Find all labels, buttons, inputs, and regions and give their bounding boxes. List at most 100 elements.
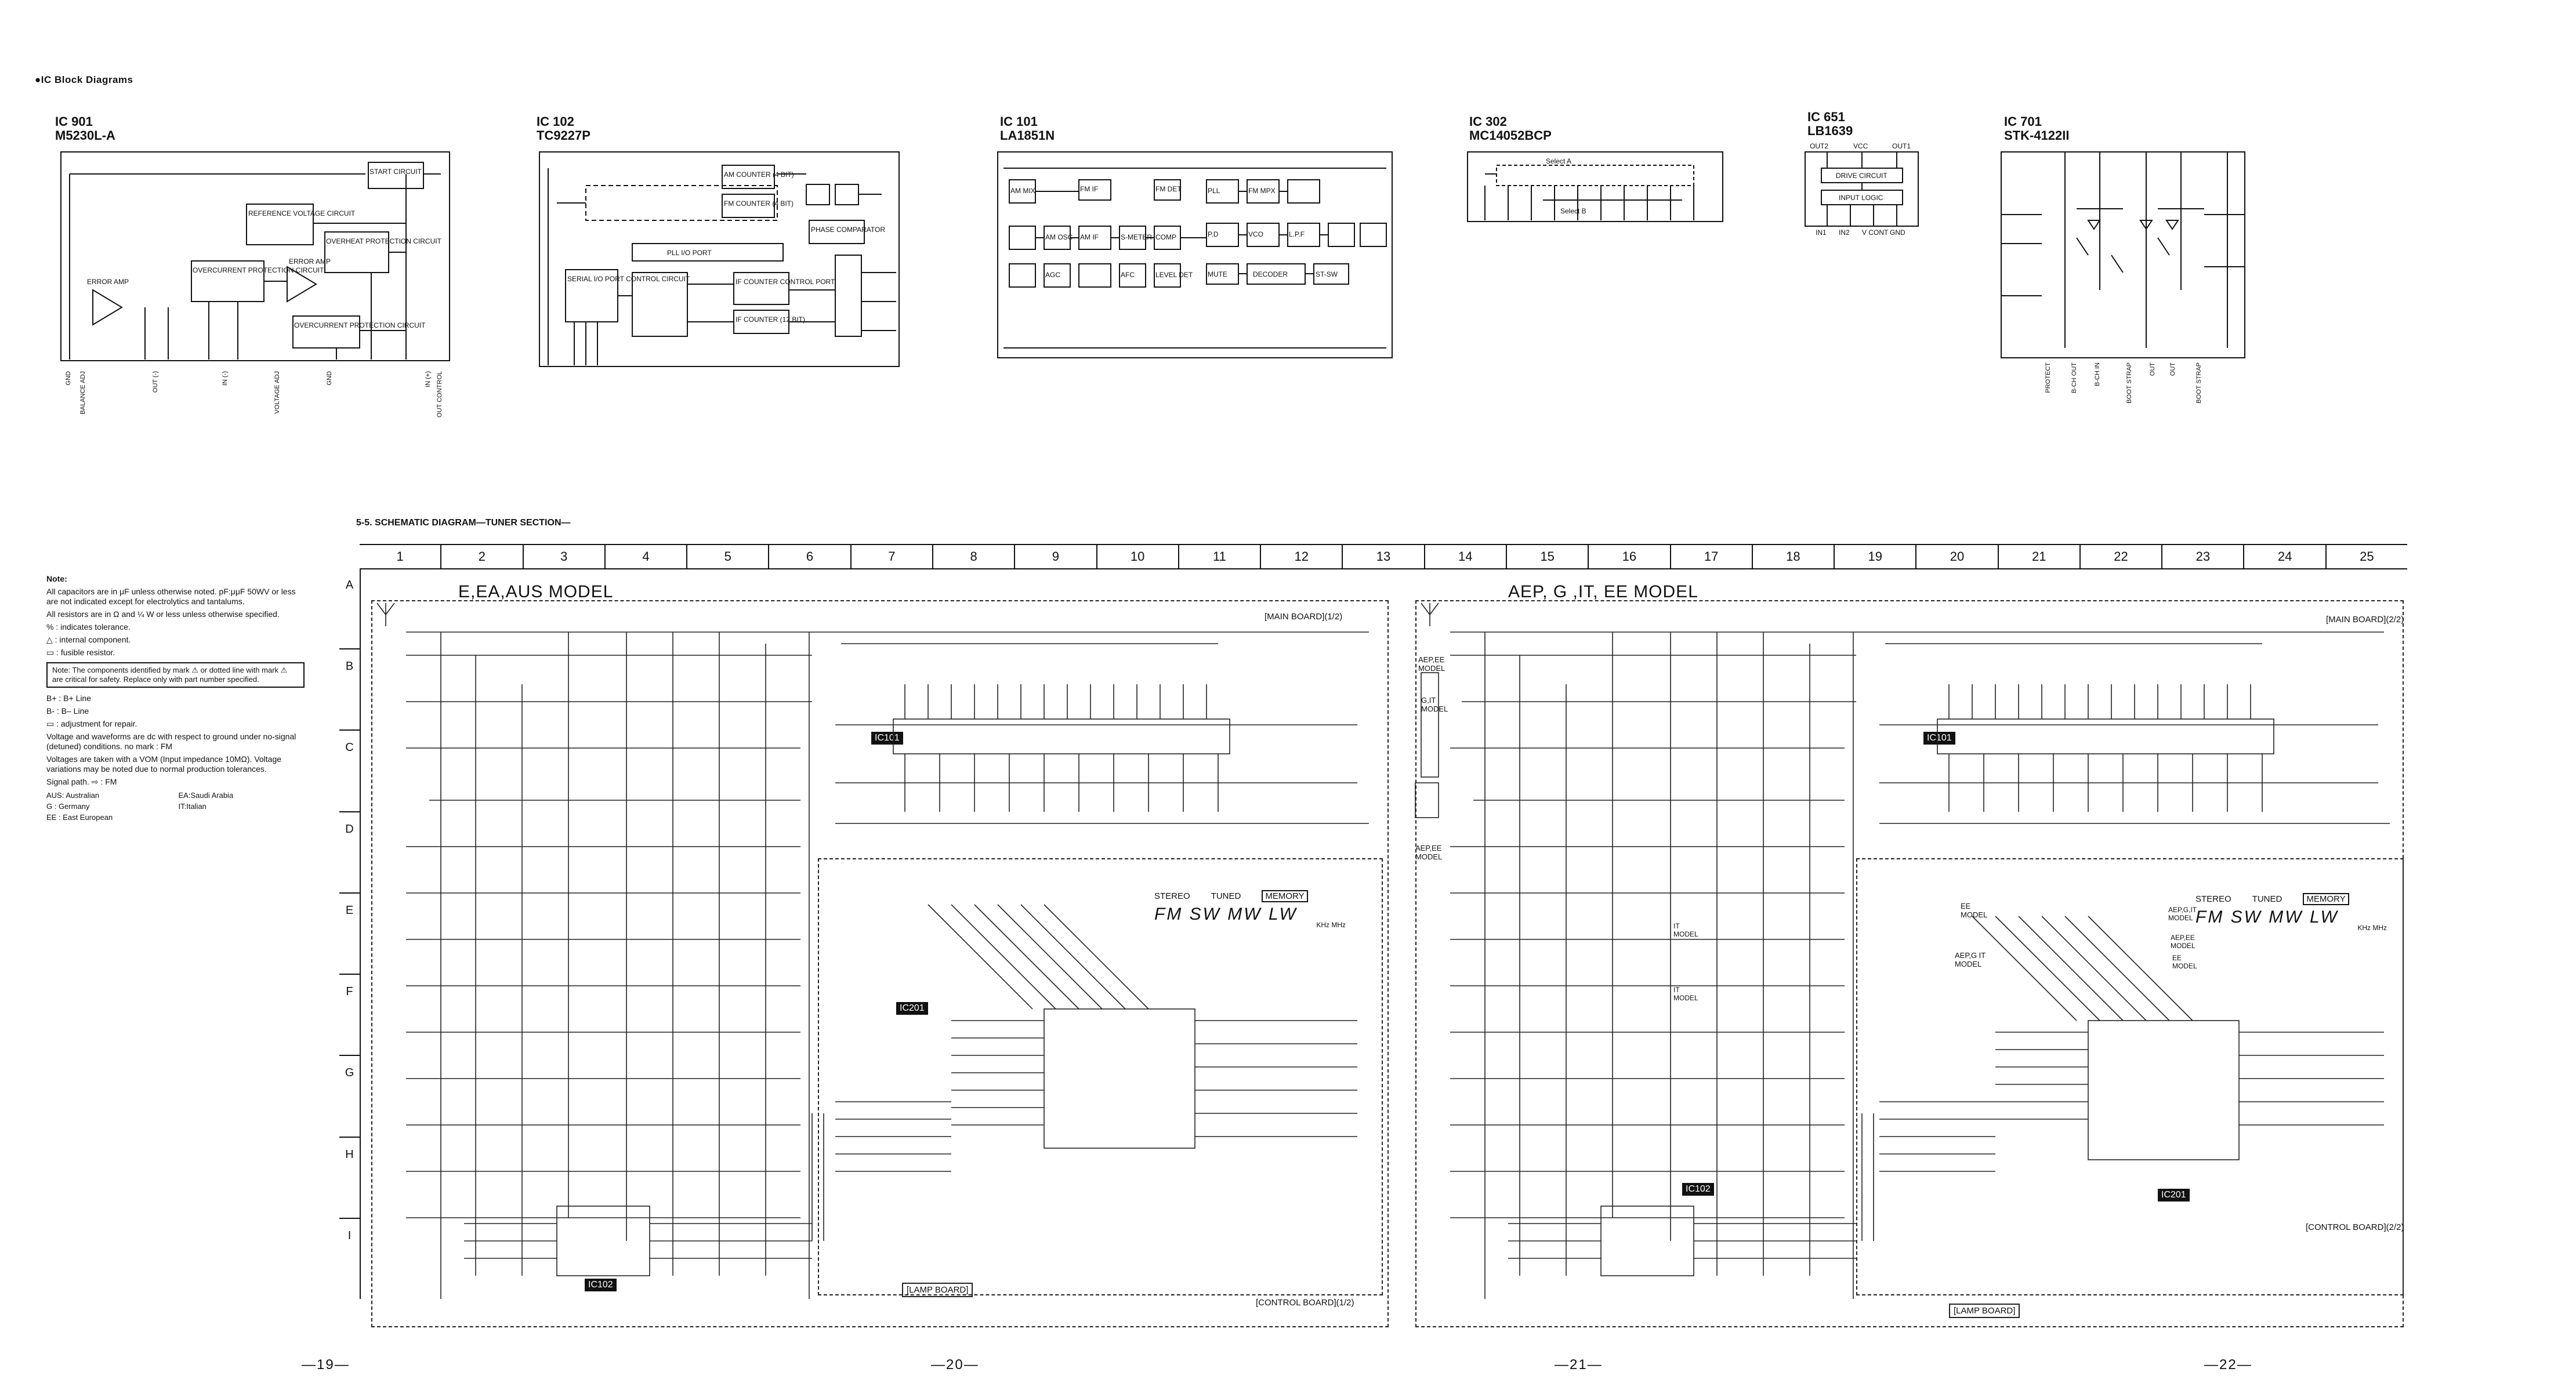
svg-text:DECODER: DECODER (1253, 270, 1288, 278)
svg-text:S-METER: S-METER (1121, 233, 1152, 241)
page-number-19: —19— (302, 1357, 350, 1373)
column-label: 8 (932, 545, 1014, 568)
column-label: 21 (1997, 545, 2079, 568)
ic901-ref-voltage-block (246, 204, 314, 245)
ic901-start-block (368, 162, 424, 189)
page-number-22: —22— (2204, 1357, 2252, 1373)
row-label: D (339, 811, 360, 892)
right-model-callout-9: IT MODEL (1673, 922, 1698, 938)
left-fl-display: STEREO TUNED MEMORY FM SW MW LW KHz MHz (1154, 890, 1346, 929)
right-lamp-board-label: [LAMP BOARD] (1949, 1304, 2020, 1318)
region-legend: AUS: Australian EA:Saudi Arabia G : Germ… (46, 791, 234, 822)
ic102-outline (539, 151, 900, 367)
svg-text:LEVEL DET: LEVEL DET (1155, 271, 1193, 279)
safety-note-box: Note: The components identified by mark … (46, 662, 305, 688)
svg-text:DRIVE CIRCUIT: DRIVE CIRCUIT (1836, 172, 1887, 180)
row-label: H (339, 1136, 360, 1218)
right-model-label: AEP, G ,IT, EE MODEL (1508, 582, 1698, 601)
column-label: 10 (1096, 545, 1178, 568)
left-lamp-board-label: [LAMP BOARD] (902, 1283, 973, 1297)
column-label: 7 (850, 545, 932, 568)
ic102-fm-counter (722, 194, 775, 218)
notes-panel: Note: All capacitors are in μF unless ot… (46, 574, 305, 822)
column-label: 5 (686, 545, 768, 568)
page-number-20: —20— (931, 1357, 979, 1373)
svg-text:PHASE COMPARATOR: PHASE COMPARATOR (811, 226, 885, 234)
svg-text:P.D: P.D (1208, 230, 1219, 238)
svg-text:FM DET: FM DET (1155, 185, 1182, 193)
ic701-outline (2001, 151, 2245, 358)
svg-text:FM MPX: FM MPX (1248, 187, 1276, 195)
svg-text:PLL: PLL (1208, 187, 1220, 195)
right-ic201-label: IC201 (2158, 1189, 2190, 1201)
ic102-if-counter-port (733, 272, 789, 305)
column-label: 20 (1915, 545, 1997, 568)
ic901-error-amp2 (287, 266, 317, 303)
svg-text:IN2: IN2 (1839, 228, 1850, 237)
column-label: 17 (1669, 545, 1752, 568)
svg-text:ERROR AMP: ERROR AMP (289, 257, 331, 266)
ic102-am-counter (722, 165, 775, 189)
row-label: A (345, 579, 354, 591)
svg-text:COMP: COMP (1155, 233, 1176, 241)
svg-text:IF COUNTER (12 BIT): IF COUNTER (12 BIT) (736, 315, 805, 324)
left-ic201-label: IC201 (896, 1002, 928, 1015)
svg-text:IN1: IN1 (1816, 228, 1827, 237)
svg-text:MUTE: MUTE (1208, 270, 1227, 278)
svg-text:REFERENCE VOLTAGE CIRCUIT: REFERENCE VOLTAGE CIRCUIT (248, 209, 356, 217)
right-ic102-label: IC102 (1682, 1183, 1714, 1196)
column-label: 19 (1834, 545, 1915, 568)
right-ic101-label: IC101 (1923, 732, 1955, 745)
svg-text:START CIRCUIT: START CIRCUIT (369, 168, 422, 176)
page-title: ●IC Block Diagrams (35, 74, 133, 85)
svg-text:OVERCURRENT PROTECTION CIRCUIT: OVERCURRENT PROTECTION CIRCUIT (294, 321, 426, 329)
column-label: 23 (2161, 545, 2243, 568)
ic102-pll-port (632, 243, 784, 262)
svg-text:GND: GND (1890, 228, 1905, 237)
column-label: 13 (1342, 545, 1423, 568)
left-ic102-label: IC102 (585, 1279, 617, 1291)
svg-text:OUT1: OUT1 (1892, 142, 1911, 150)
ic901-outline (60, 151, 450, 361)
column-label: 25 (2325, 545, 2407, 568)
left-model-label: E,EA,AUS MODEL (458, 582, 614, 601)
right-model-callout-10: IT MODEL (1673, 986, 1698, 1002)
left-main-board-label: [MAIN BOARD](1/2) (1265, 612, 1343, 622)
svg-text:AM MIX: AM MIX (1010, 187, 1035, 195)
row-label: B (339, 648, 360, 729)
right-model-callout-2: G,IT MODEL (1421, 696, 1448, 713)
column-label: 1 (396, 549, 404, 564)
column-label: 6 (768, 545, 850, 568)
left-schematic-frame (371, 600, 1389, 1327)
right-fl-display: STEREO TUNED MEMORY FM SW MW LW KHz MHz (2195, 893, 2387, 932)
ic901-error-amp1 (92, 289, 123, 326)
right-control-board-frame (1856, 858, 2404, 1295)
column-label: 2 (440, 545, 522, 568)
column-label: 9 (1014, 545, 1096, 568)
svg-text:AFC: AFC (1121, 271, 1135, 279)
svg-text:AM OSC: AM OSC (1045, 233, 1073, 241)
svg-text:AM IF: AM IF (1080, 233, 1099, 241)
svg-text:Select A: Select A (1546, 157, 1571, 165)
svg-text:IF COUNTER CONTROL PORT: IF COUNTER CONTROL PORT (736, 278, 835, 286)
ic-block-diagrams: START CIRCUIT REFERENCE VOLTAGE CIRCUIT … (60, 142, 2245, 367)
ic102-phase-comparator (809, 220, 865, 244)
svg-text:ST-SW: ST-SW (1316, 270, 1338, 278)
schematic-title: 5-5. SCHEMATIC DIAGRAM—TUNER SECTION— (356, 518, 571, 528)
bullet-icon: ● (35, 74, 41, 85)
right-model-callout-3: AEP,EE MODEL (1415, 844, 1443, 861)
svg-text:FM IF: FM IF (1080, 185, 1098, 193)
svg-text:INPUT LOGIC: INPUT LOGIC (1839, 194, 1883, 202)
row-label: I (339, 1217, 360, 1299)
ic901-overcurrent2-block (292, 315, 360, 349)
svg-text:OVERCURRENT PROTECTION CIRCUIT: OVERCURRENT PROTECTION CIRCUIT (193, 266, 324, 274)
svg-text:Select B: Select B (1560, 207, 1586, 215)
svg-text:PLL I/O PORT: PLL I/O PORT (667, 249, 712, 257)
